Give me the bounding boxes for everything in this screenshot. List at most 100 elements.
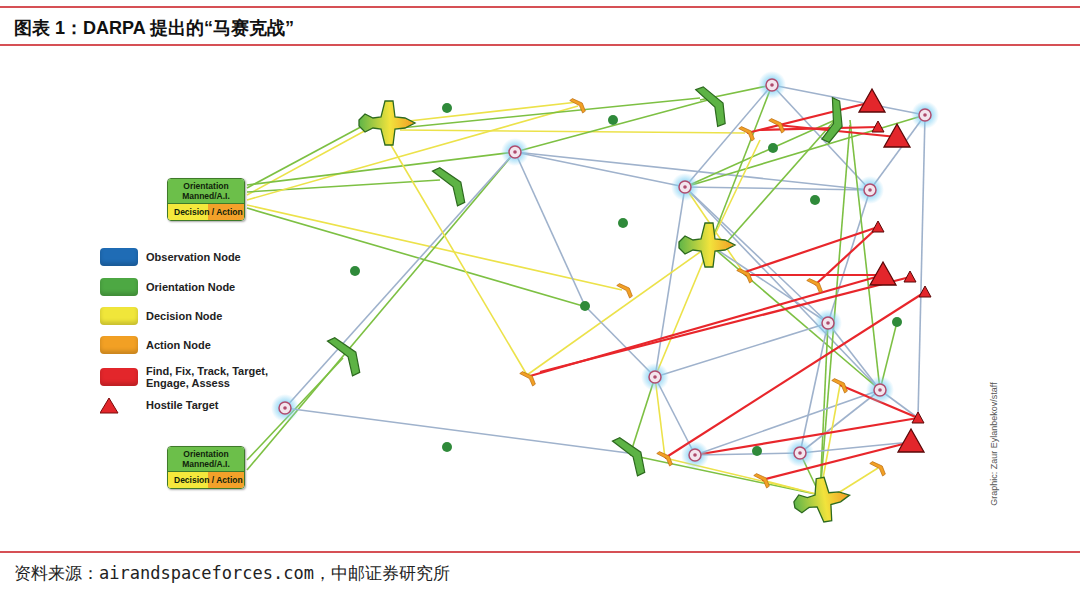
legend-text: Orientation Node [146, 281, 276, 293]
drone-icon [815, 98, 852, 145]
observation-core [878, 388, 882, 392]
action-icon [754, 470, 771, 490]
action-icon [870, 458, 887, 478]
observation-glow [786, 439, 814, 467]
hostile-target [898, 429, 924, 452]
observation-glow [856, 176, 884, 204]
observation-node [794, 447, 806, 459]
link-line [585, 306, 655, 377]
legend-row: Action Node [100, 336, 276, 354]
link-line [762, 442, 911, 480]
observation-node [689, 449, 701, 461]
hostile-target-small [919, 286, 931, 297]
link-line [655, 245, 710, 377]
legend-text: Decision Node [146, 310, 276, 322]
link-line [745, 227, 878, 272]
link-line [800, 442, 911, 453]
orientation-label: Orientation Manned/A.I. [168, 179, 244, 203]
legend-row: Find, Fix, Track, Target, Engage, Assess [100, 365, 276, 389]
link-line [540, 277, 910, 372]
observation-glow [911, 101, 939, 129]
drone-icon [696, 82, 730, 129]
decision-action-label: Decision / Action [168, 203, 244, 220]
link-line [655, 187, 685, 377]
link-line [695, 390, 880, 455]
drone-icon [327, 332, 364, 379]
orientation-label: Orientation Manned/A.I. [168, 447, 244, 471]
observation-node [509, 146, 521, 158]
manned-jet [679, 223, 735, 267]
link-line [815, 227, 878, 285]
link-line [685, 187, 880, 390]
legend-swatch [100, 278, 138, 296]
legend-row: Hostile Target [100, 396, 276, 414]
observation-core [770, 83, 774, 87]
legend-row: Decision Node [100, 307, 276, 325]
action-icon [832, 375, 849, 395]
observation-core [513, 150, 517, 154]
link-line [720, 120, 835, 250]
command-box: Orientation Manned/A.I.Decision / Action [167, 446, 245, 489]
legend-triangle [100, 396, 138, 414]
orientation-dot [768, 143, 778, 153]
observation-glow [501, 138, 529, 166]
action-icon [739, 123, 756, 143]
hostile-target-small [872, 221, 884, 232]
hostile-target-small [912, 412, 924, 423]
observation-core [693, 453, 697, 457]
legend-swatch [100, 336, 138, 354]
drone-icon [612, 432, 649, 479]
observation-glow [671, 173, 699, 201]
orientation-dot [350, 266, 360, 276]
hostile-target [884, 124, 910, 147]
action-icon [807, 275, 824, 295]
action-icon [769, 115, 786, 135]
observation-glow [866, 376, 894, 404]
legend-text: Find, Fix, Track, Target, Engage, Assess [146, 365, 276, 389]
action-icon [520, 368, 537, 388]
observation-node [874, 384, 886, 396]
link-line [850, 120, 880, 390]
orientation-dot [442, 442, 452, 452]
action-icon [737, 265, 754, 285]
legend-swatch [100, 248, 138, 266]
link-line [800, 390, 880, 453]
manned-jet [359, 101, 415, 145]
figure-title: 图表 1：DARPA 提出的“马赛克战” [14, 16, 294, 40]
link-line [515, 100, 708, 152]
link-line [247, 208, 583, 306]
orientation-dot [752, 446, 762, 456]
legend-text: Action Node [146, 339, 276, 351]
action-icon [570, 95, 587, 115]
observation-core [653, 375, 657, 379]
link-line [710, 140, 760, 245]
link-line [285, 152, 515, 408]
link-line [760, 127, 878, 130]
hostile-target [859, 89, 885, 112]
link-line [285, 408, 628, 453]
link-line [400, 98, 700, 128]
legend-swatch [100, 307, 138, 325]
orientation-dot [810, 195, 820, 205]
hostile-target-small [904, 271, 916, 282]
command-box: Orientation Manned/A.I.Decision / Action [167, 178, 245, 221]
observation-node [919, 109, 931, 121]
hostile-target [870, 262, 896, 285]
observation-glow [271, 394, 299, 422]
link-line [685, 85, 772, 187]
observation-core [798, 451, 802, 455]
link-line [762, 480, 820, 495]
link-line [665, 292, 925, 458]
link-line [515, 152, 685, 187]
source-caption: 资料来源：airandspaceforces.com，中邮证券研究所 [14, 562, 450, 585]
legend-row: Observation Node [100, 248, 276, 266]
observation-core [826, 321, 830, 325]
link-line [685, 187, 870, 190]
link-line [385, 135, 527, 375]
decision-action-label: Decision / Action [168, 471, 244, 488]
link-line [835, 468, 878, 495]
observation-glow [814, 309, 842, 337]
legend-text: Observation Node [146, 251, 276, 263]
link-line [710, 245, 828, 323]
